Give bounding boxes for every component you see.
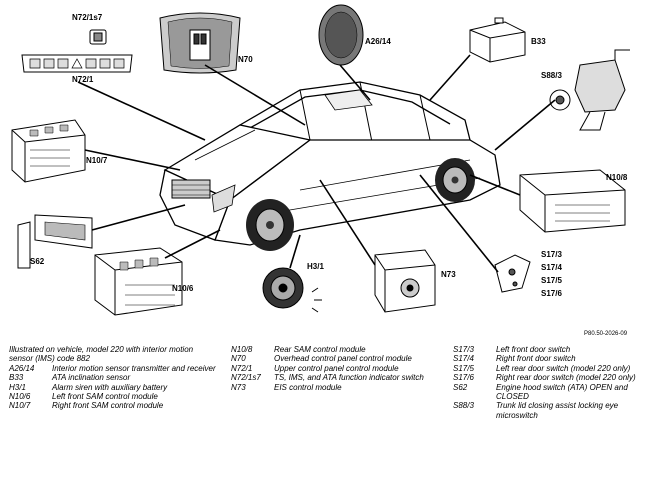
label-n73: N73 — [441, 270, 456, 279]
label-b33: B33 — [531, 37, 546, 46]
legend-description: Rear SAM control module — [274, 345, 366, 354]
legend-row: N72/1 Upper control panel control module — [231, 364, 431, 373]
label-s17-4: S17/4 — [541, 263, 562, 272]
legend-description: Alarm siren with auxiliary battery — [52, 382, 168, 392]
legend-row: A26/14 Interior motion sensor transmitter… — [9, 364, 219, 373]
legend-code: S62 — [453, 382, 468, 392]
legend-row: N70 Overhead control panel control module — [231, 354, 431, 363]
label-s62: S62 — [30, 257, 45, 266]
legend-code: S17/3 — [453, 345, 474, 354]
legend-description: Upper control panel control module — [274, 363, 399, 373]
legend-code: N10/7 — [9, 401, 31, 411]
legend-code: S88/3 — [453, 401, 474, 411]
h3-1-siren-drawing — [262, 267, 322, 313]
n72-1s7-switch-drawing — [89, 29, 107, 45]
label-n72-1: N72/1 — [72, 75, 94, 84]
component-location-diagram: N72/1s7 N72/1 N70 A26/14 B33 S88/3 N10/7… — [11, 4, 630, 316]
n72-1-panel-drawing — [21, 54, 133, 73]
legend-description: Right front door switch — [496, 354, 576, 364]
legend-row: S17/6 Right rear door switch (model 220 o… — [453, 373, 638, 382]
label-s17-3: S17/3 — [541, 250, 562, 259]
legend-row: N10/8 Rear SAM control module — [231, 345, 431, 354]
legend-code: N70 — [231, 354, 246, 364]
s88-3-microswitch-drawing — [549, 49, 630, 131]
legend-row: S88/3 Trunk lid closing assist locking ey… — [453, 401, 638, 420]
label-n72-1s7: N72/1s7 — [72, 13, 103, 22]
a26-14-sensor-drawing — [318, 4, 364, 66]
s17-door-switch-drawing — [494, 254, 531, 293]
legend-intro: Illustrated on vehicle, model 220 with i… — [9, 345, 194, 364]
legend-description: Overhead control panel control module — [274, 354, 412, 364]
legend-description: Right front SAM control module — [52, 401, 164, 411]
legend-row: S17/4 Right front door switch — [453, 354, 638, 363]
label-n10-6: N10/6 — [172, 284, 194, 293]
legend-column-1: Illustrated on vehicle, model 220 with i… — [9, 345, 219, 411]
legend-code: H3/1 — [9, 382, 26, 392]
n73-eis-module-drawing — [374, 249, 436, 313]
label-s17-5: S17/5 — [541, 276, 562, 285]
legend-row: S17/5 Left rear door switch (model 220 on… — [453, 364, 638, 373]
legend-code: N72/1 — [231, 363, 253, 373]
legend-code: N10/8 — [231, 345, 253, 354]
label-a26-14: A26/14 — [365, 37, 391, 46]
label-h3-1: H3/1 — [307, 262, 324, 271]
b33-sensor-drawing — [469, 17, 526, 63]
legend-code: A26/14 — [9, 363, 35, 373]
s62-hood-switch-drawing — [17, 214, 93, 269]
legend-row: N72/1s7 TS, IMS, and ATA function indicat… — [231, 373, 431, 382]
legend-code: N73 — [231, 382, 246, 392]
legend-code: S17/6 — [453, 373, 474, 383]
legend-code: N10/6 — [9, 392, 31, 402]
legend-row: S62 Engine hood switch (ATA) OPEN and CLO… — [453, 383, 638, 402]
label-s88-3: S88/3 — [541, 71, 562, 80]
label-s17-6: S17/6 — [541, 289, 562, 298]
legend-description: Right rear door switch (model 220 only) — [496, 373, 636, 383]
legend-description: Left front SAM control module — [52, 392, 158, 402]
legend-description: Left rear door switch (model 220 only) — [496, 363, 631, 373]
legend-description: Trunk lid closing assist locking eye mic… — [496, 401, 619, 420]
leader-lines — [77, 54, 556, 273]
legend-row: N73 EIS control module — [231, 383, 431, 392]
legend-row: N10/7 Right front SAM control module — [9, 401, 219, 410]
legend-description: ATA inclination sensor — [52, 373, 131, 383]
legend-row: H3/1 Alarm siren with auxiliary battery — [9, 383, 219, 392]
legend-code: S17/5 — [453, 363, 474, 373]
front-wheel — [246, 199, 294, 251]
n10-7-module-drawing — [11, 119, 86, 183]
legend-row: B33 ATA inclination sensor — [9, 373, 219, 382]
legend-code: B33 — [9, 373, 24, 383]
reference-number: P80.50-2026-09 — [584, 331, 628, 337]
legend-description: Interior motion sensor transmitter and r… — [52, 363, 216, 373]
n10-8-module-drawing — [519, 169, 626, 233]
label-n70: N70 — [238, 55, 253, 64]
legend-row: N10/6 Left front SAM control module — [9, 392, 219, 401]
legend-description: EIS control module — [274, 382, 342, 392]
legend-row: S17/3 Left front door switch — [453, 345, 638, 354]
legend-code: N72/1s7 — [231, 373, 261, 383]
legend-description: Engine hood switch (ATA) OPEN and CLOSED — [496, 382, 628, 402]
n70-overhead-panel-drawing — [159, 12, 241, 74]
legend-description: TS, IMS, and ATA function indicator swit… — [274, 373, 424, 383]
legend-code: S17/4 — [453, 354, 474, 364]
legend-description: Left front door switch — [496, 345, 571, 354]
label-n10-8: N10/8 — [606, 173, 628, 182]
rear-wheel — [435, 158, 475, 202]
label-n10-7: N10/7 — [86, 156, 108, 165]
n10-6-module-drawing — [94, 247, 183, 316]
